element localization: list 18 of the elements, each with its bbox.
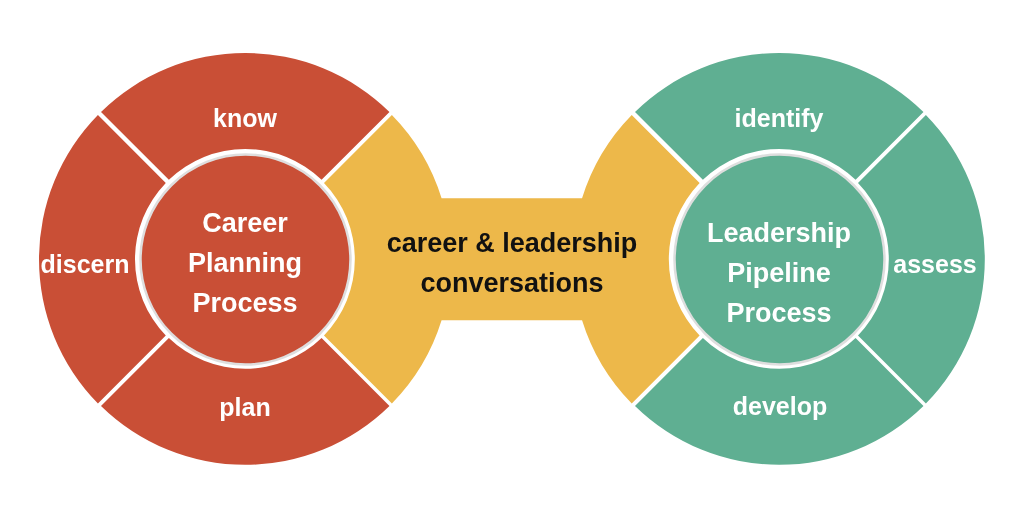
process-circle [672,152,886,366]
ring-segment [858,114,985,404]
ring-segment [39,114,166,404]
process-title: Leadership Pipeline Process [705,217,852,330]
ring-segment [634,338,924,465]
segment-label: know [213,103,277,133]
ring-segment [100,53,390,180]
ring-segment [634,53,924,180]
band-label: career & leadership conversations [385,227,639,300]
segment-label: plan [219,392,271,422]
connector-band [324,114,700,404]
process-title: Career Planning Process [187,207,303,320]
segment-label: assess [893,249,977,279]
process-circle [138,152,352,366]
ring-segment [100,338,390,465]
segment-label: develop [732,391,828,421]
segment-label: identify [734,103,824,133]
segment-label: discern [40,249,130,279]
